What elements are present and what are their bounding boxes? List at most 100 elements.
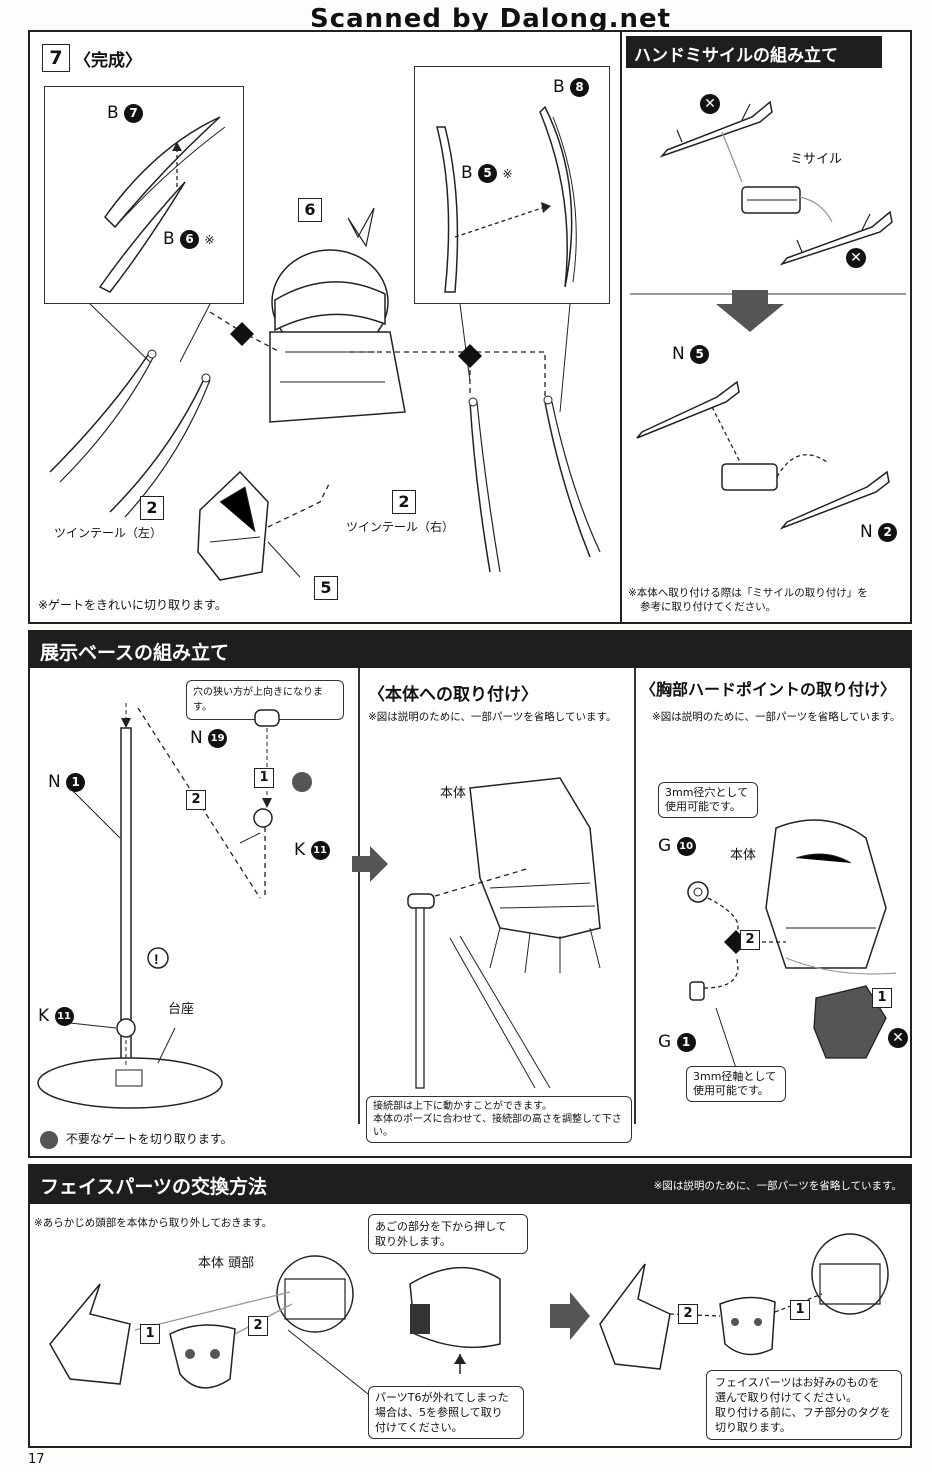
face-step2: 2 [248,1316,268,1336]
callout-b5-letter: B [461,163,473,183]
inset-left-frame: B 7 B 6 ※ [44,86,244,304]
choose-face-note: フェイスパーツはお好みのものを 選んで取り付けてください。 取り付ける前に、フチ… [706,1370,902,1440]
missile-note: ※本体へ取り付ける際は「ミサイルの取り付け」を 参考に取り付けてください。 [628,586,868,614]
jaw-note-line1: あごの部分を下から押して [375,1220,507,1233]
attach-body-label: 本体 [440,786,467,801]
joint-note-line1: 接続部は上下に動かすことができます。 [373,1101,552,1112]
hole-use-note: 3mm径穴として 使用可能です。 [658,782,758,818]
part5-label: 5 [314,576,338,600]
base-divider-1 [358,668,360,1124]
face-omit-note: ※図は説明のために、一部パーツを省略しています。 [653,1180,902,1192]
face-panel: ※あらかじめ頭部を本体から取り外しておきます。 本体 頭部 1 2 あごの部分を… [28,1204,912,1448]
attach-title: 〈本体への取り付け〉 [368,685,538,705]
callout-b8-num: 8 [570,77,590,97]
face-pre-note: ※あらかじめ頭部を本体から取り外しておきます。 [34,1217,273,1229]
chest-remove-mark: ✕ [888,1028,908,1048]
step7-panel: 7 〈完成〉 B 7 B 6 ※ B 8 B 5 ※ [28,30,622,624]
base-step1: 1 [254,768,274,788]
callout-b6: B 6 ※ [163,229,215,249]
callout-n19: N 19 [190,728,228,748]
callout-b7-letter: B [107,103,119,123]
callout-k11-top: K 11 [294,840,330,860]
hole-use-note-line1: 3mm径穴として [665,786,749,799]
jaw-note-line2: 取り外します。 [375,1235,451,1248]
missile-title: ハンドミサイルの組み立て [626,36,882,68]
callout-k11-bottom-num: 11 [54,1006,74,1026]
callout-g1-letter: G [658,1032,672,1052]
face-step2b: 2 [678,1304,698,1324]
twintail-left-label: ツインテール（左） [54,526,163,540]
callout-b6-mark: ※ [204,233,215,247]
callout-n1: N 1 [48,772,86,792]
page-number: 17 [28,1452,45,1467]
gate-note-text: 不要なゲートを切り取ります。 [65,1132,233,1146]
callout-k11-bottom: K 11 [38,1006,74,1026]
remove-mark-top: ✕ [700,94,720,114]
wing-parts-right-illustration [436,105,577,293]
head-label: 本体 頭部 [198,1256,255,1271]
callout-b6-letter: B [163,229,175,249]
callout-n19-letter: N [190,728,203,748]
base-divider-2 [634,668,636,1124]
face-illustration [49,1233,889,1395]
chest-step2: 2 [740,930,760,950]
callout-n2: N 2 [860,522,898,542]
missile-panel: ハンドミサイルの組み立て ✕ ✕ ミサイル N 5 N 2 ※本体へ取り付ける際… [620,30,912,624]
callout-g1-num: 1 [676,1032,696,1052]
jaw-note: あごの部分を下から押して 取り外します。 [368,1214,528,1254]
base-title: 展示ベースの組み立て [28,630,912,668]
callout-n19-num: 19 [208,728,228,748]
callout-k11-top-num: 11 [310,840,330,860]
base-panel: 穴の狭い方が上向きになります。 ! N 19 N 1 1 2 K 11 K 11… [28,668,912,1158]
callout-b5-mark: ※ [502,167,513,181]
scan-credit: Scanned by Dalong.net [310,4,672,34]
part2-right-label: 2 [392,490,416,514]
gate-note: 不要なゲートを切り取ります。 [40,1130,233,1149]
attach-omit-note: ※図は説明のために、一部パーツを省略しています。 [368,711,617,723]
step7-footnote: ※ゲートをきれいに切り取ります。 [38,598,227,612]
base-step2: 2 [186,790,206,810]
callout-k11-bottom-letter: K [38,1006,50,1026]
face-step1b: 1 [790,1300,810,1320]
pedestal-label: 台座 [168,1002,195,1017]
callout-b7-num: 7 [124,103,144,123]
missile-label: ミサイル [790,152,843,167]
callout-n1-letter: N [48,772,61,792]
missile-note-line1: ※本体へ取り付ける際は「ミサイルの取り付け」を [628,587,868,599]
svg-text:!: ! [154,951,159,967]
choose-face-note-line4: 切り取ります。 [715,1421,791,1434]
step7-main-illustration [49,207,601,581]
next-arrow-icon [352,846,388,882]
hole-use-note-line2: 使用可能です。 [665,800,741,813]
callout-n1-num: 1 [66,772,86,792]
choose-face-note-line2: 選んで取り付けてください。 [715,1391,858,1404]
callout-g10-num: 10 [676,836,696,856]
missile-illustration [630,100,906,530]
callout-b6-num: 6 [180,229,200,249]
remove-mark-bottom: ✕ [846,248,866,268]
attach-illustration [407,777,601,1089]
callout-n2-num: 2 [878,522,898,542]
partT-note-line2: 場合は、5を参照して取り [375,1406,503,1419]
step7-number: 7 [42,44,70,72]
inset-right-frame: B 8 B 5 ※ [414,66,610,304]
part6-label: 6 [298,198,322,222]
chest-title: 〈胸部ハードポイントの取り付け〉 [640,680,897,699]
shaft-use-note-line2: 使用可能です。 [693,1084,769,1097]
chest-step1: 1 [872,988,892,1008]
joint-note: 接続部は上下に動かすことができます。 本体のポーズに合わせて、接続部の高さを調整… [366,1096,632,1143]
callout-b7: B 7 [107,103,144,123]
shaft-use-note-line1: 3mm径軸として [693,1070,777,1083]
twintail-right-label: ツインテール（右） [346,520,455,534]
callout-n2-letter: N [860,522,873,542]
callout-n5: N 5 [672,344,710,364]
wing-parts-left-illustration [98,116,226,293]
callout-b8: B 8 [553,77,590,97]
missile-note-line2: 参考に取り付けてください。 [640,601,777,613]
choose-face-note-line3: 取り付ける前に、フチ部分のタグを [715,1406,891,1419]
callout-g10-letter: G [658,836,672,856]
callout-b5-num: 5 [478,163,498,183]
cut-gate-icon [40,1130,58,1149]
chest-body-label: 本体 [730,848,757,863]
callout-n5-letter: N [672,344,685,364]
